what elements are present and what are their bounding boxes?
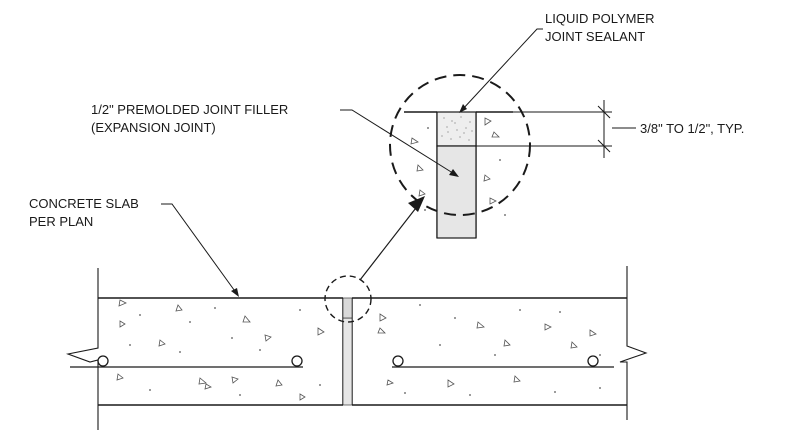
right-slab-outline	[352, 297, 627, 406]
slab-label-line-1: CONCRETE SLAB	[29, 196, 139, 211]
aggregate-texture	[116, 299, 597, 401]
joint-callout-circle-small	[324, 275, 372, 323]
sealant-label-line-1: LIQUID POLYMER	[545, 11, 655, 26]
dimension-lines	[476, 100, 636, 158]
left-slab-outline	[98, 297, 343, 406]
enlarged-detail	[404, 111, 513, 239]
sealant-label-line-2: JOINT SEALANT	[545, 29, 645, 44]
leader-lines	[161, 28, 543, 297]
slab-section	[65, 266, 648, 430]
joint-sealant-strip	[342, 297, 353, 319]
rebar-circle	[587, 355, 599, 367]
detail-callout-circle-large	[389, 74, 531, 216]
aggregate-dots	[129, 304, 601, 396]
detail-sealant	[436, 111, 477, 147]
detail-arrow	[359, 196, 425, 281]
detail-filler	[436, 145, 477, 239]
filler-label-line-1: 1/2" PREMOLDED JOINT FILLER	[91, 102, 288, 117]
rebar-circle	[392, 355, 404, 367]
left-break-line	[65, 268, 99, 430]
filler-label-line-2: (EXPANSION JOINT)	[91, 120, 216, 135]
joint-filler-strip	[342, 317, 353, 406]
sealant-stipple	[441, 116, 473, 141]
right-break-line	[619, 266, 648, 420]
slab-label-line-2: PER PLAN	[29, 214, 93, 229]
depth-dimension-label: 3/8" TO 1/2", TYP.	[640, 121, 744, 136]
rebar-circle	[97, 355, 109, 367]
rebar-circle	[291, 355, 303, 367]
